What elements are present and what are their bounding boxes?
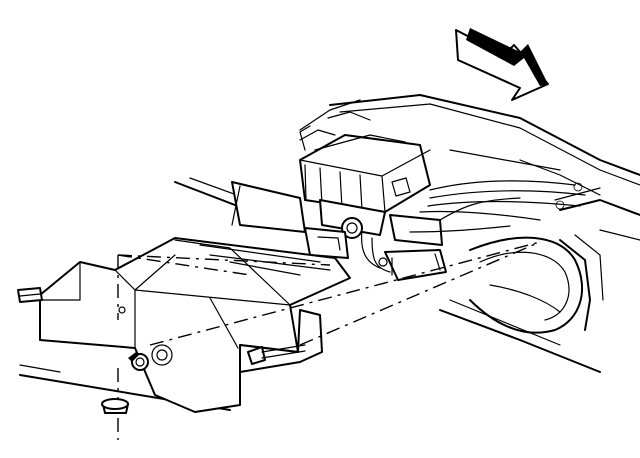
- underbody-crossmember: [449, 149, 640, 334]
- direction-arrow-icon: [455, 28, 549, 101]
- mounting-bracket: [378, 249, 447, 281]
- bolt-right: [247, 344, 306, 365]
- installation-centerlines: [117, 241, 541, 440]
- brake-lines: [360, 180, 601, 273]
- nut-washer: [128, 352, 149, 371]
- fasteners: [101, 344, 306, 414]
- abs-module: [299, 111, 443, 246]
- push-pin-retainer: [101, 398, 129, 414]
- left-frame-stub: [17, 287, 43, 303]
- upper-shield: [231, 181, 349, 259]
